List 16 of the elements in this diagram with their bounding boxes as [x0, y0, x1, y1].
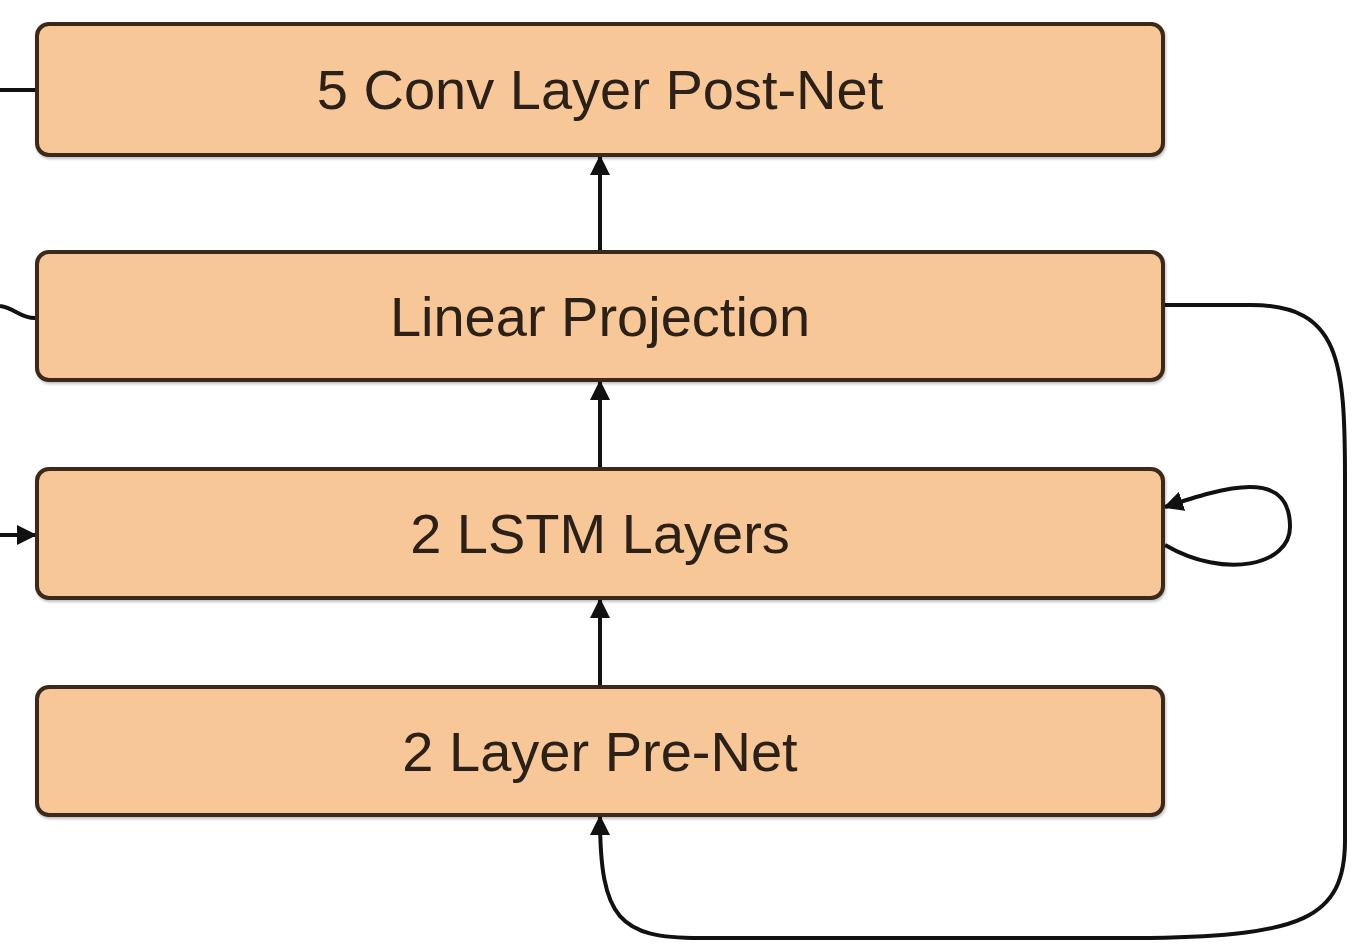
arrow: [590, 598, 610, 685]
process-box: [35, 467, 1165, 600]
connector-line: [0, 88, 35, 92]
box-label: Linear Projection: [389, 283, 811, 349]
box-label: 2 Layer Pre-Net: [402, 718, 798, 784]
process-box: [35, 22, 1165, 157]
box-label: 2 LSTM Layers: [410, 501, 790, 566]
arrow: [590, 303, 1347, 940]
arrow: [590, 155, 610, 250]
process-box: [35, 250, 1165, 382]
arrow: [1163, 485, 1292, 567]
arrow: [0, 525, 37, 545]
process-box: [35, 685, 1165, 817]
arrow: [590, 380, 610, 467]
box-label: 5 Conv Layer Post-Net: [316, 57, 884, 122]
connector-line: [0, 304, 36, 320]
